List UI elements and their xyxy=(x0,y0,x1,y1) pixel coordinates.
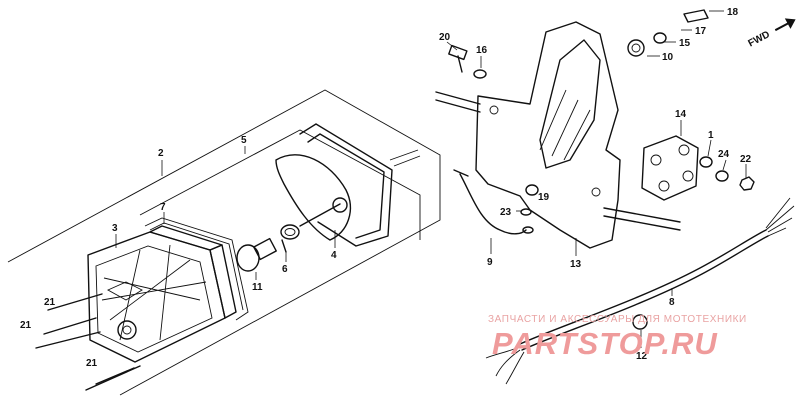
assembly-outline-2 xyxy=(7,89,441,396)
lens-gasket xyxy=(144,217,249,321)
callout-label: 19 xyxy=(538,192,550,203)
watermark: ЗАПЧАСТИ И АКСЕССУАРЫ ДЛЯ МОТОТЕХНИКИ PA… xyxy=(488,314,747,361)
callout-label: 3 xyxy=(112,223,118,234)
wire-harness xyxy=(485,197,795,385)
callout-label: 11 xyxy=(252,282,263,293)
watermark-logo: PARTSTOP.RU xyxy=(492,326,718,361)
callout-labels: 2 5 3 7 21 21 21 11 6 4 20 16 18 15 17 1… xyxy=(20,7,752,369)
callout-label: 4 xyxy=(331,250,337,261)
hardware-bits xyxy=(448,9,755,216)
tail-light-base xyxy=(275,123,421,247)
callout-label: 17 xyxy=(695,26,707,37)
callout-label: 21 xyxy=(20,320,32,331)
forward-direction-indicator: FWD xyxy=(746,18,796,50)
bulb xyxy=(236,237,277,272)
callout-label: 15 xyxy=(679,38,691,49)
callout-label: 24 xyxy=(718,149,730,160)
callout-label: 2 xyxy=(158,148,164,159)
callout-label: 5 xyxy=(241,135,247,146)
callout-label: 22 xyxy=(740,154,752,165)
callout-label: 18 xyxy=(727,7,739,18)
callout-label: 10 xyxy=(662,52,674,63)
callout-label: 16 xyxy=(476,45,488,56)
callout-label: 14 xyxy=(675,109,687,120)
callout-label: 13 xyxy=(570,259,582,270)
screws-21 xyxy=(35,293,141,391)
mounting-bracket xyxy=(435,21,681,249)
leader-lines xyxy=(115,10,747,348)
callout-label: 1 xyxy=(708,130,714,141)
callout-label: 21 xyxy=(44,297,56,308)
bulb-socket xyxy=(280,224,300,253)
fwd-arrow-icon xyxy=(774,18,796,32)
reflector-mount xyxy=(641,135,699,201)
tail-light-lens xyxy=(87,225,237,363)
fwd-label: FWD xyxy=(746,29,771,49)
callout-label: 12 xyxy=(636,351,648,362)
callout-label: 20 xyxy=(439,32,451,43)
callout-label: 6 xyxy=(282,264,288,275)
assembly-outline-5 xyxy=(139,129,421,240)
callout-label: 8 xyxy=(669,297,675,308)
callout-label: 7 xyxy=(160,202,166,213)
watermark-caption: ЗАПЧАСТИ И АКСЕССУАРЫ ДЛЯ МОТОТЕХНИКИ xyxy=(488,314,747,325)
callout-label: 23 xyxy=(500,207,512,218)
callout-label: 9 xyxy=(487,257,493,268)
callout-label: 21 xyxy=(86,358,98,369)
ground-wire xyxy=(453,169,534,235)
